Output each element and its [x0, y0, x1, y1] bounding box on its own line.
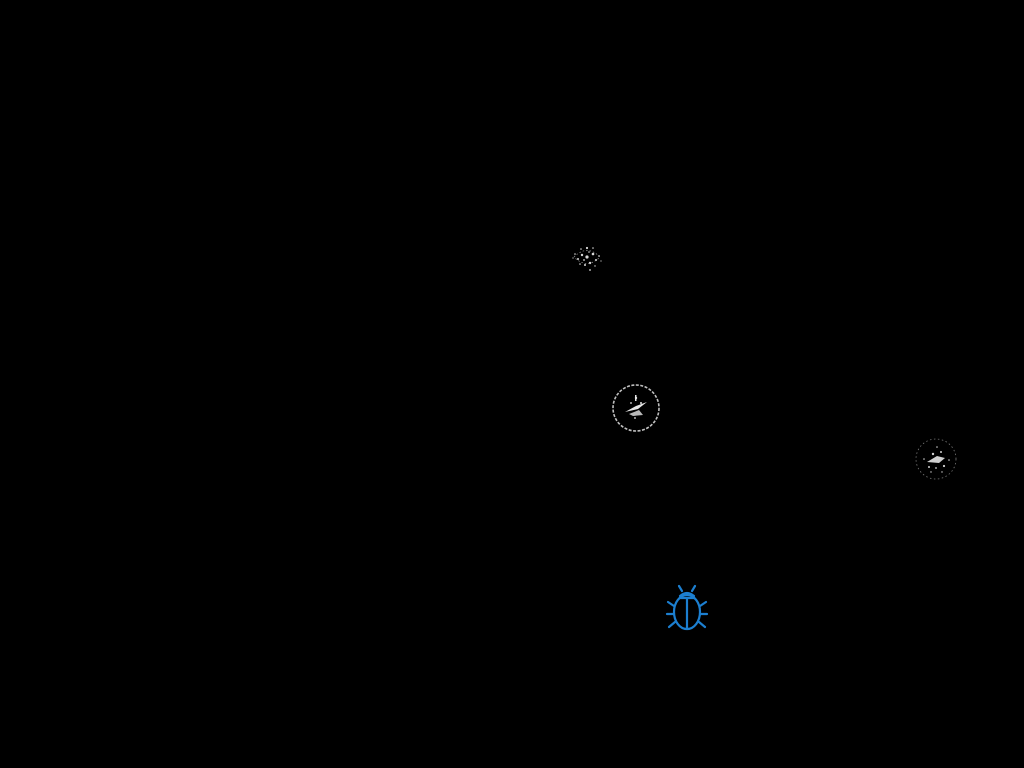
bug-icon[interactable]: [660, 582, 714, 638]
speckled-globe-icon[interactable]: [560, 230, 614, 284]
compass-icon[interactable]: [609, 381, 663, 435]
speckled-cluster-icon[interactable]: [909, 432, 963, 486]
speckled-globe-graphic: [572, 246, 602, 271]
bug-graphic: [665, 584, 709, 631]
speckled-cluster-graphic: [915, 438, 957, 480]
compass-graphic: [612, 384, 660, 432]
